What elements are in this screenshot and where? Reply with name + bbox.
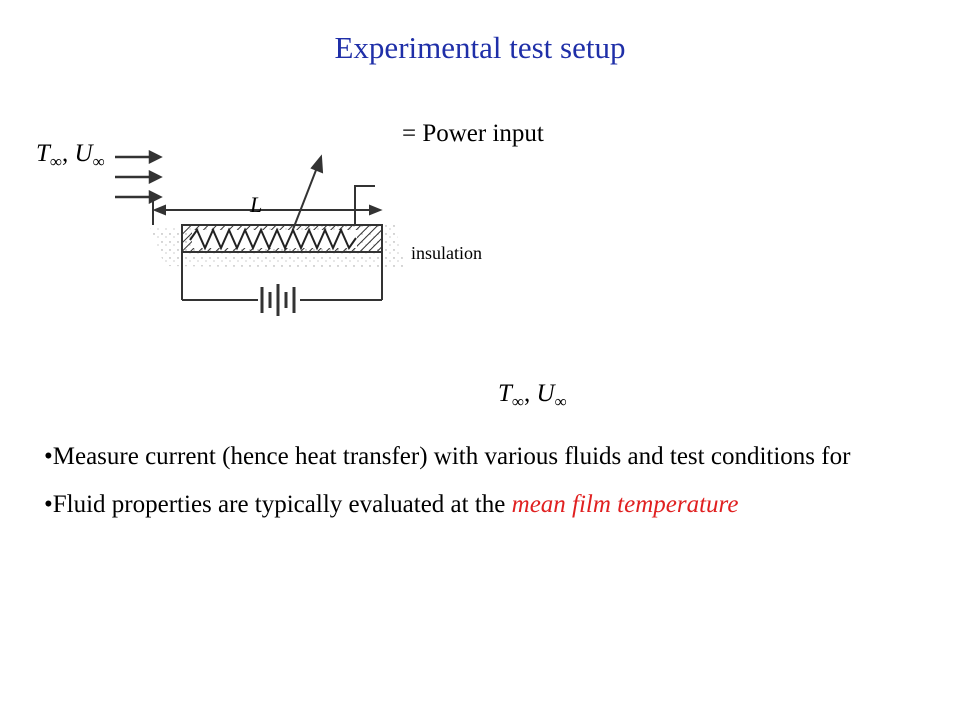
slide-title: Experimental test setup: [334, 30, 626, 65]
power-input-label: = Power input: [402, 120, 544, 147]
highlight-text: mean film temperature: [511, 491, 739, 518]
freestream-label-left: T∞, U∞: [36, 140, 105, 171]
bullet-marker: •: [44, 491, 53, 518]
bullet-text: Measure current (hence heat transfer) wi…: [52, 443, 851, 470]
bullet-item: •Fluid properties are typically evaluate…: [44, 488, 904, 522]
battery-circuit: [181, 252, 383, 316]
bullet-text: Fluid properties are typically evaluated…: [52, 491, 512, 518]
flow-arrows: [115, 149, 163, 205]
insulation-label: insulation: [411, 243, 482, 263]
bullet-marker: •: [44, 443, 53, 470]
bullet-item: •Measure current (hence heat transfer) w…: [44, 440, 904, 474]
freestream-label-mid: T∞, U∞: [498, 380, 567, 411]
bullet-list: •Measure current (hence heat transfer) w…: [44, 440, 904, 536]
insulation-block: [150, 224, 405, 268]
length-label: L: [250, 192, 263, 217]
length-dimension: [152, 185, 383, 225]
